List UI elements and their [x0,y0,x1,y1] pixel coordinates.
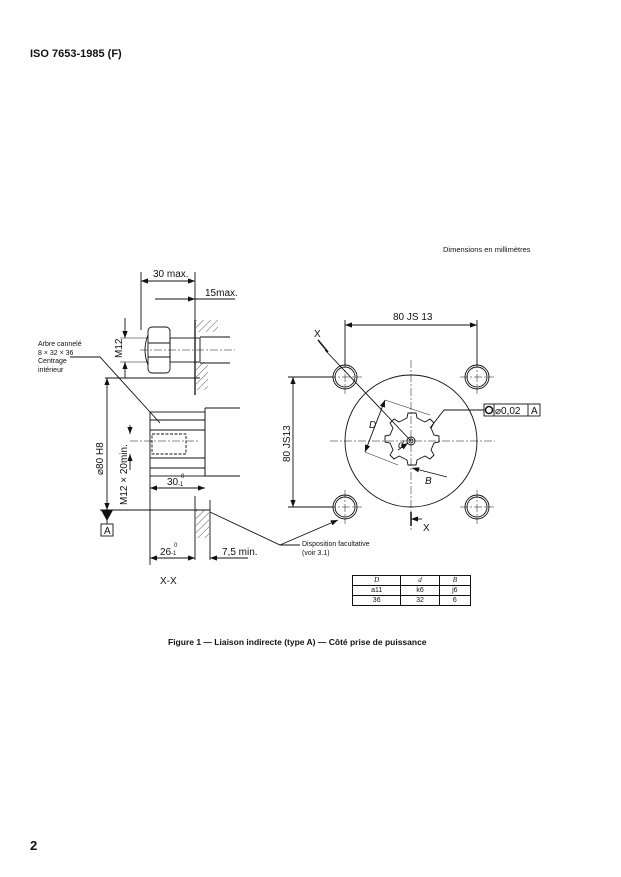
table-header: d [400,575,440,586]
table-row: a11 k6 j6 [351,585,472,596]
label-d-minor: d [398,440,404,451]
dim-30-tol: 30 [167,477,179,488]
optional-note-line: (voir 3.1) [302,549,330,557]
spline-note-line: Centrage [38,358,67,365]
document-header: ISO 7653-1985 (F) [30,48,122,60]
dim-30-max: 30 max. [153,269,189,280]
units-note: Dimensions en millimètres [443,245,531,254]
dim-26-lower: -1 [171,551,177,557]
table-cell: a11 [351,585,402,596]
dim-80-horizontal: 80 JS 13 [393,312,433,323]
table-row: 36 32 6 [351,595,472,606]
table-row: D d B [351,575,472,586]
spline-note: Arbre cannelé 8 × 32 × 36 Centrage intér… [38,341,82,375]
dim-30-lower: -1 [178,482,184,488]
optional-arrangement-note: Disposition facultative (voir 3.1) [302,541,370,558]
left-section-view [70,272,339,565]
label-d-major: D [369,420,376,431]
table-cell: 36 [351,595,402,606]
table-header: B [438,575,472,586]
dim-7-5-min: 7,5 min. [222,547,258,558]
table-cell: 6 [438,595,472,606]
section-mark-bottom: X [423,523,430,534]
table-header: D [351,575,402,586]
datum-a-label: A [104,526,111,537]
dim-26: 26 [160,547,172,558]
figure-caption: Figure 1 — Liaison indirecte (type A) — … [168,637,427,647]
dim-m12x20: M12 × 20min. [119,444,130,505]
spec-table: D d B a11 k6 j6 36 32 6 [351,575,472,606]
section-mark-top: X [314,329,321,340]
dim-15-max: 15max. [205,288,238,299]
concentricity-icon [484,405,494,415]
spline-note-line: 8 × 32 × 36 [38,349,74,357]
dim-30-upper: 0 [181,474,185,480]
label-b: B [425,476,432,487]
right-front-view [288,320,541,530]
spline-note-line: intérieur [38,366,64,374]
section-label: X-X [160,576,177,587]
page-number: 2 [30,838,38,853]
dim-26-upper: 0 [174,543,178,549]
dim-phi80: ⌀80 H8 [95,442,106,475]
tolerance-value: ⌀0,02 [495,406,521,417]
spline-note-line: Arbre cannelé [38,341,82,348]
table-cell: 32 [400,595,440,606]
table-cell: k6 [400,585,440,596]
tolerance-datum: A [531,406,538,417]
dim-m12: M12 [114,338,125,358]
optional-note-line: Disposition facultative [302,541,370,548]
dim-80-vertical: 80 JS13 [282,425,293,462]
table-cell: j6 [438,585,472,596]
